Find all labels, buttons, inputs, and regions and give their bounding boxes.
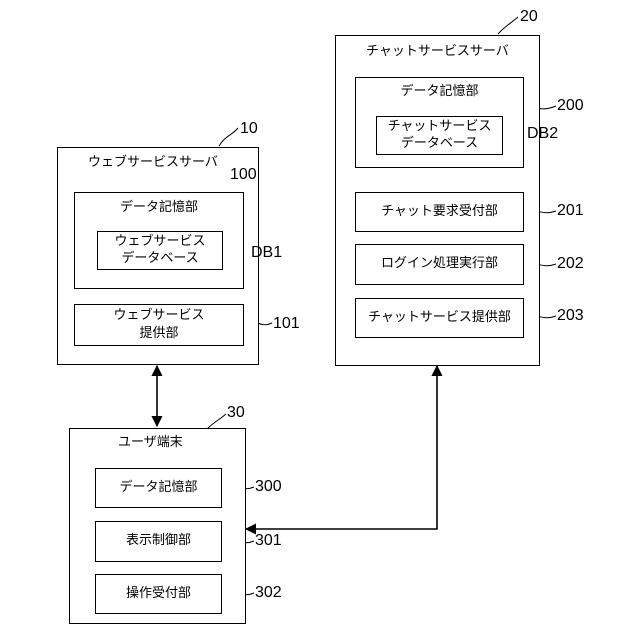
web-storage-title: データ記憶部 — [75, 200, 243, 216]
leader-10 — [219, 128, 238, 146]
web-service-provider: ウェブサービス 提供部 — [74, 304, 244, 346]
display-controller: 表示制御部 — [95, 521, 222, 562]
operation-receiver: 操作受付部 — [95, 574, 222, 614]
web-data-storage: データ記憶部 ウェブサービス データベース — [74, 192, 244, 289]
ref-30: 30 — [227, 404, 245, 422]
terminal-unit-label-300: データ記憶部 — [96, 480, 221, 496]
ref-203: 203 — [557, 307, 584, 325]
web-provider-line2: 提供部 — [75, 326, 243, 342]
web-provider-line1: ウェブサービス — [75, 308, 243, 324]
chat-data-storage: データ記憶部 チャットサービス データベース — [355, 77, 524, 168]
ref-202: 202 — [557, 255, 584, 273]
chat-storage-title: データ記憶部 — [356, 84, 523, 100]
ref-db1: DB1 — [251, 244, 282, 262]
web-db-line2: データベース — [98, 251, 222, 267]
ref-301: 301 — [255, 532, 282, 550]
chat-db-line2: データベース — [377, 136, 502, 152]
terminal-unit-label-302: 操作受付部 — [96, 586, 221, 602]
ref-20: 20 — [520, 8, 538, 26]
chat-unit-label-203: チャットサービス提供部 — [356, 310, 523, 326]
leader-30 — [207, 414, 226, 429]
ref-200: 200 — [557, 97, 584, 115]
login-processor: ログイン処理実行部 — [355, 244, 524, 285]
chat-request-receiver: チャット要求受付部 — [355, 192, 524, 232]
chat-unit-label-201: チャット要求受付部 — [356, 204, 523, 220]
ref-10: 10 — [240, 120, 258, 138]
user-terminal: ユーザ端末 データ記憶部 表示制御部 操作受付部 — [69, 428, 246, 624]
leader-20 — [498, 17, 518, 34]
ref-302: 302 — [255, 584, 282, 602]
web-service-database: ウェブサービス データベース — [97, 231, 223, 270]
ref-100: 100 — [230, 166, 257, 184]
ref-101: 101 — [273, 315, 300, 333]
terminal-data-storage: データ記憶部 — [95, 468, 222, 508]
chat-unit-label-202: ログイン処理実行部 — [356, 256, 523, 272]
chat-terminal-link — [246, 366, 437, 529]
chat-service-database: チャットサービス データベース — [376, 116, 503, 155]
web-server-title: ウェブサービスサーバ — [88, 155, 218, 171]
ref-db2: DB2 — [527, 125, 558, 143]
chat-db-line1: チャットサービス — [377, 119, 502, 135]
terminal-unit-label-301: 表示制御部 — [96, 533, 221, 549]
user-terminal-title: ユーザ端末 — [118, 435, 183, 451]
ref-300: 300 — [255, 478, 282, 496]
web-service-server: ウェブサービスサーバ データ記憶部 ウェブサービス データベース ウェブサービス… — [57, 147, 259, 365]
web-db-line1: ウェブサービス — [98, 234, 222, 250]
chat-service-provider: チャットサービス提供部 — [355, 298, 524, 338]
chat-service-server: チャットサービスサーバ データ記憶部 チャットサービス データベース チャット要… — [335, 35, 540, 366]
ref-201: 201 — [557, 202, 584, 220]
chat-server-title: チャットサービスサーバ — [366, 44, 509, 60]
